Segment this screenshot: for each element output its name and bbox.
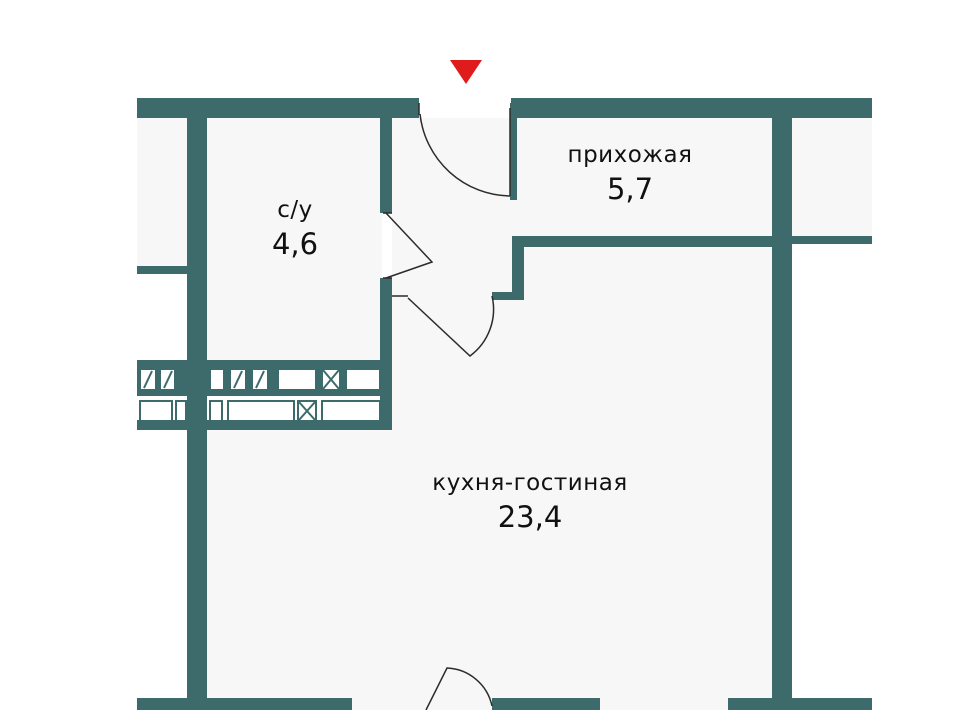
kitchen-floor-upper — [392, 248, 772, 430]
kitchen-floor — [207, 430, 772, 710]
left-partition — [137, 266, 187, 274]
shaft-cell — [209, 368, 225, 391]
hallway-kitchen-wall — [492, 236, 772, 300]
kitchen-living-name: кухня-гостиная — [432, 470, 628, 496]
doors — [383, 103, 511, 710]
hallway-area: 5,7 — [606, 172, 654, 206]
kitchen-living-area: 23,4 — [497, 500, 563, 534]
bathroom-floor — [207, 118, 382, 360]
bathroom-area: 4,6 — [271, 227, 319, 261]
kitchen-door — [392, 295, 495, 357]
right-wall — [772, 118, 792, 710]
bottom-wall-mid — [492, 698, 600, 710]
top-wall-right — [511, 98, 872, 118]
shaft-cell — [277, 368, 317, 391]
walls — [137, 98, 872, 710]
hallway-label: прихожая 5,7 — [540, 142, 720, 206]
shaft-marks — [143, 369, 340, 421]
kitchen-living-label: кухня-гостиная 23,4 — [400, 470, 660, 534]
hallway-wall-vert — [510, 103, 517, 200]
bathroom-name: с/у — [277, 197, 313, 223]
top-wall-left — [137, 98, 419, 118]
shaft-cell — [345, 368, 381, 391]
hallway-floor — [392, 118, 772, 300]
left-room-floor — [137, 118, 187, 268]
shaft-cell — [321, 400, 381, 422]
shaft-cell — [227, 400, 295, 422]
right-partition — [792, 236, 872, 244]
room-fills — [137, 118, 872, 710]
right-room-floor — [792, 118, 872, 240]
hallway-name: прихожая — [567, 142, 693, 168]
bathroom-door — [383, 212, 434, 279]
bathroom-label: с/у 4,6 — [245, 197, 345, 261]
shaft-cell — [209, 400, 223, 422]
bathroom-right-wall-top — [380, 118, 392, 213]
balcony-door — [425, 667, 493, 710]
shaft-cell — [175, 400, 187, 422]
bottom-wall-left — [137, 698, 352, 710]
bathroom-right-wall-bottom — [380, 278, 392, 368]
left-wall — [187, 118, 207, 710]
entrance-door — [418, 103, 511, 197]
entrance-arrow-icon — [450, 60, 482, 84]
shaft-cell — [139, 400, 173, 422]
bottom-wall-right — [728, 698, 872, 710]
